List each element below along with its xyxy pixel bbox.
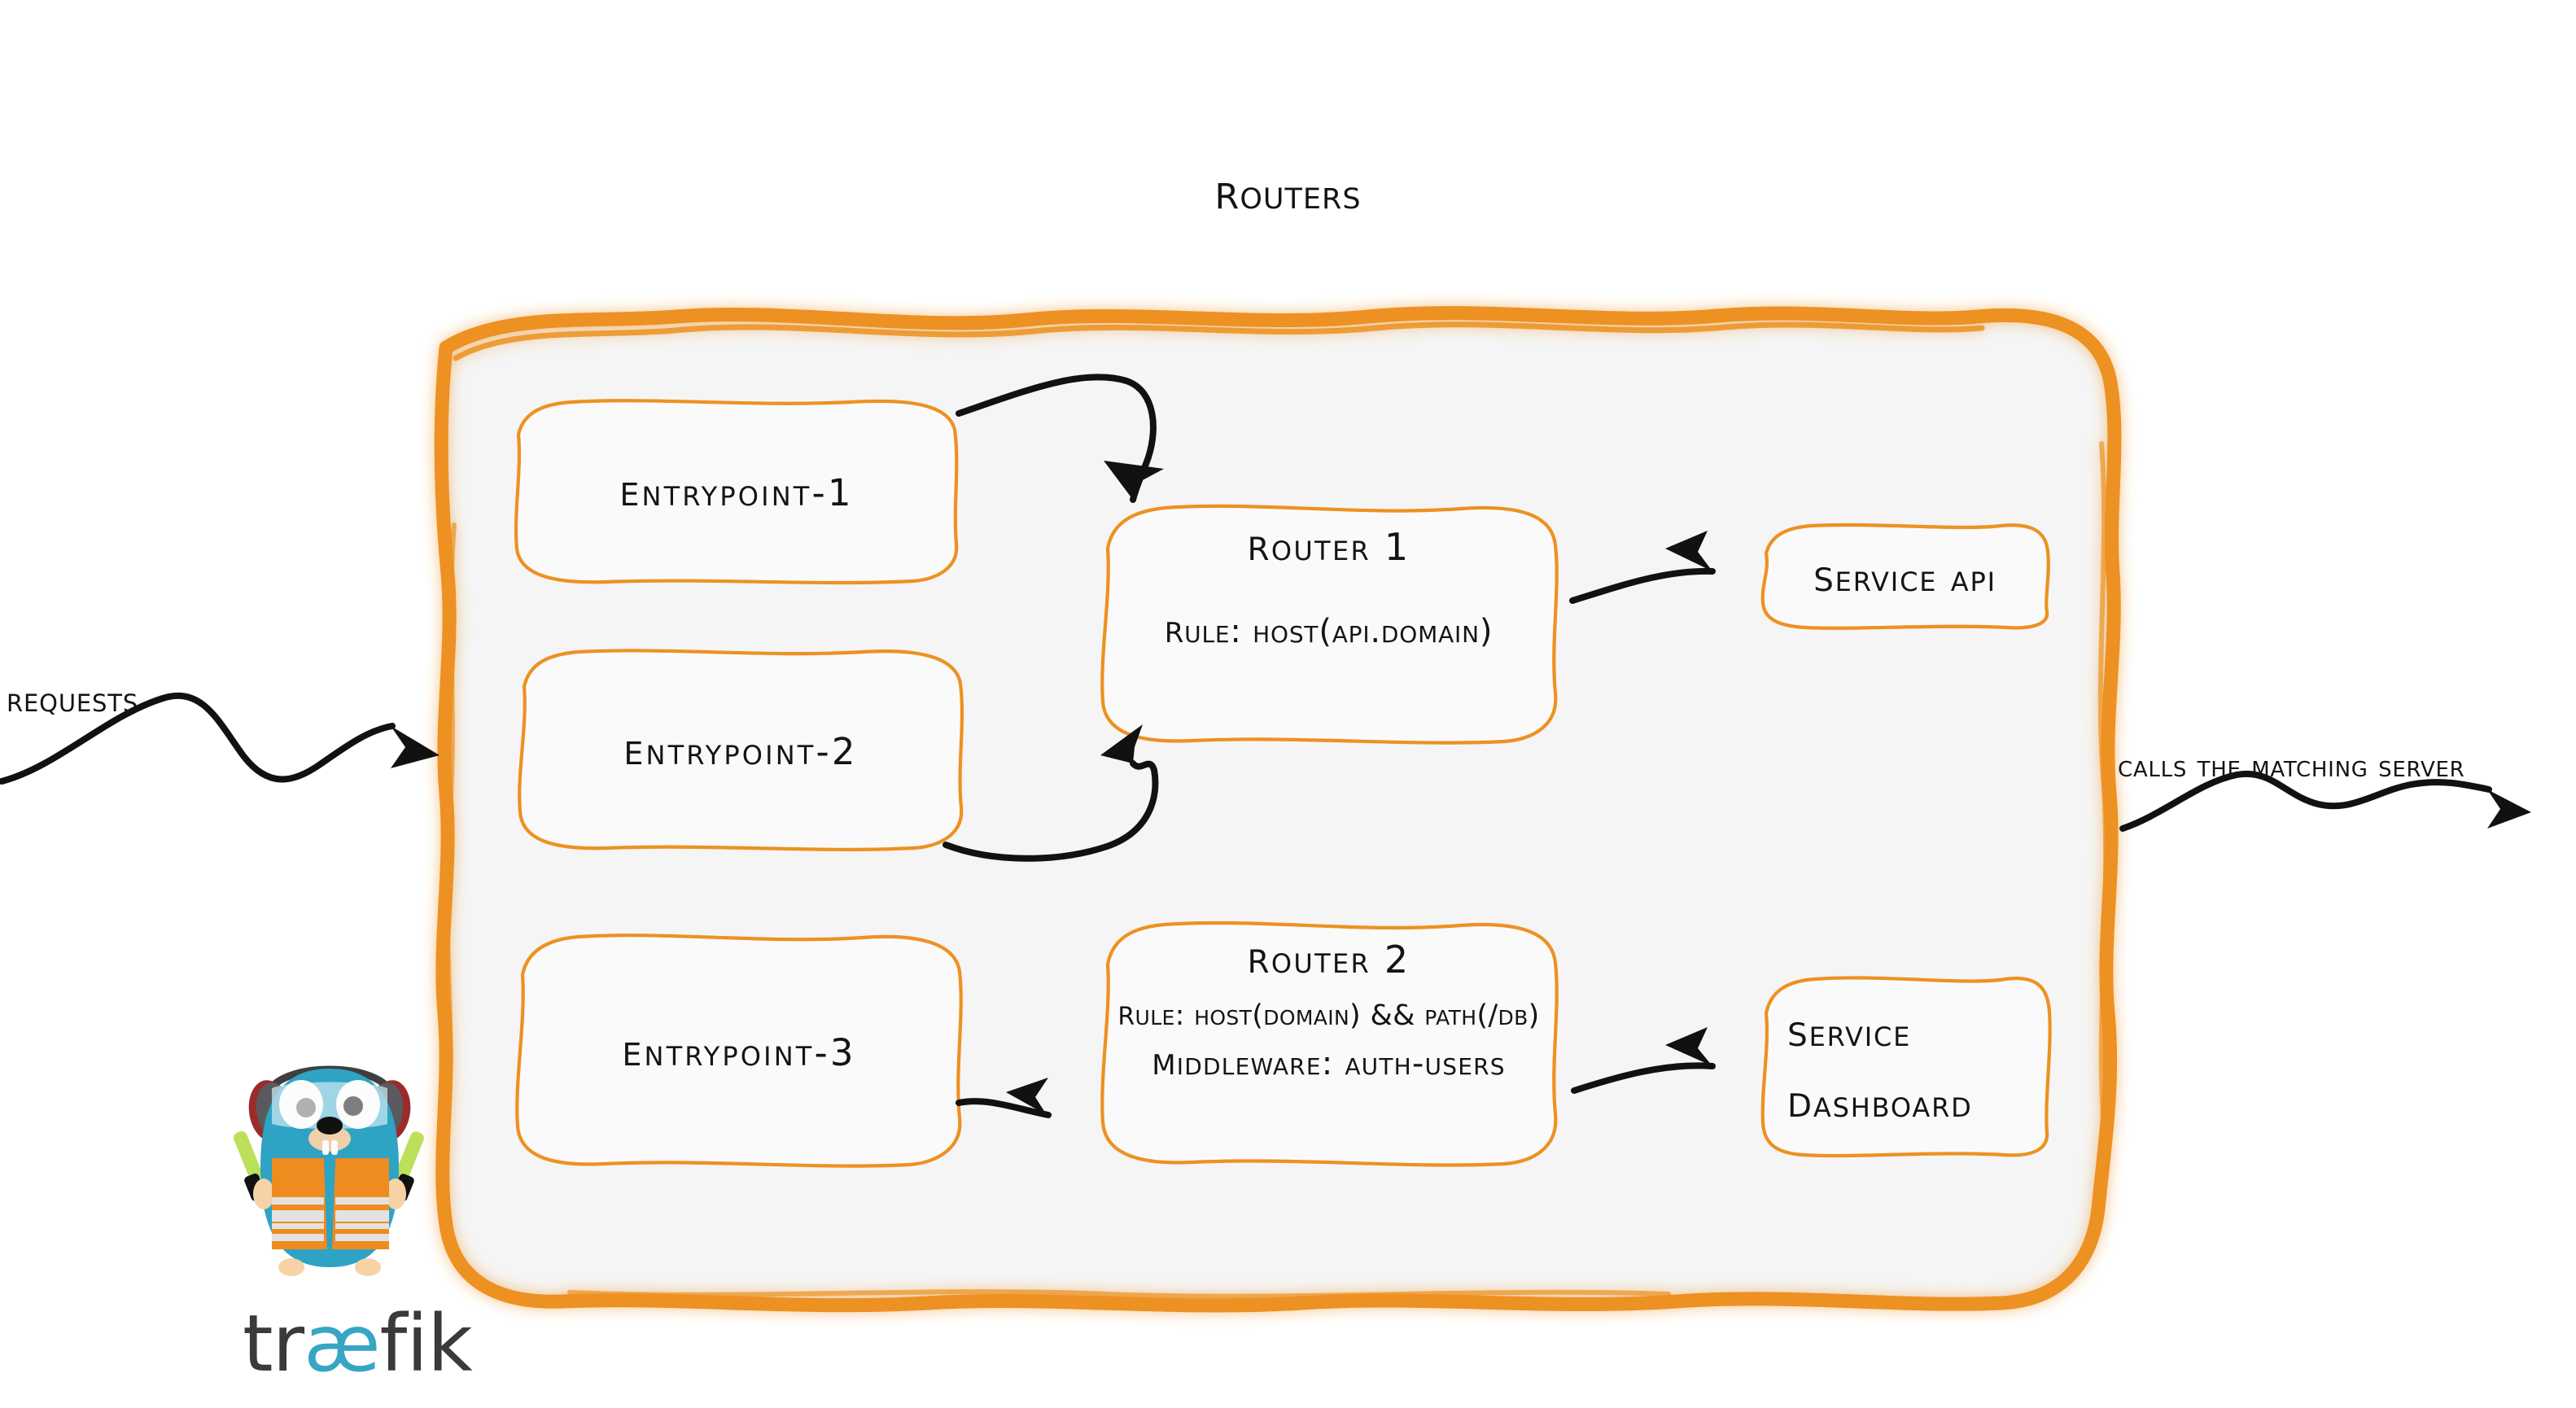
- entrypoint-1-outline: [514, 399, 959, 585]
- router-2-box[interactable]: Router 2 rule: Host(domain) && Path(/db)…: [1095, 916, 1563, 1172]
- gopher-tooth-right: [331, 1140, 338, 1155]
- calls-arrowhead: [2487, 789, 2531, 829]
- router-2-outline: [1100, 920, 1559, 1167]
- entrypoint-3-box[interactable]: entrypoint-3: [511, 928, 967, 1172]
- requests-label-text: Requests: [7, 680, 139, 719]
- service-api-box[interactable]: Service API: [1756, 521, 2053, 631]
- gopher-foot-right: [355, 1258, 381, 1276]
- service-dashboard-box[interactable]: Service Dashboard: [1756, 973, 2053, 1160]
- gopher-muzzle: [308, 1126, 351, 1152]
- calls-matching-server-label: Calls the matching server: [2118, 749, 2464, 784]
- traefik-wordmark: træfik: [243, 1305, 473, 1383]
- service-api-outline: [1760, 523, 2050, 630]
- entrypoint-3-outline: [515, 934, 963, 1168]
- calls-matching-server-text: Calls the matching server: [2118, 749, 2465, 784]
- router-1-box[interactable]: Router 1 rule: Host(api.domain): [1095, 498, 1563, 750]
- traefik-gopher-icon: [234, 1065, 424, 1276]
- gopher-arm-right: [385, 1178, 406, 1209]
- entrypoint-1-box[interactable]: entrypoint-1: [509, 392, 964, 588]
- page-title: Routers: [0, 163, 2576, 221]
- wordmark-prefix: tr: [243, 1298, 304, 1389]
- safety-vest: [272, 1158, 389, 1249]
- gopher-foot-left: [278, 1258, 304, 1276]
- wordmark-ae-ligature: æ: [304, 1298, 380, 1389]
- router-1-outline: [1100, 504, 1559, 745]
- service-dashboard-outline: [1760, 976, 2052, 1158]
- entrypoint-2-outline: [518, 649, 964, 851]
- traefik-logo: træfik: [234, 1046, 473, 1404]
- entrypoint-2-box[interactable]: entrypoint-2: [513, 643, 969, 855]
- gopher-nose: [317, 1117, 343, 1135]
- requests-label: Requests: [7, 680, 138, 719]
- gopher-tooth-left: [322, 1140, 329, 1155]
- diagram-title-text: Routers: [1214, 163, 1362, 221]
- gopher-arm-left: [253, 1178, 274, 1209]
- wordmark-suffix: fik: [379, 1298, 473, 1389]
